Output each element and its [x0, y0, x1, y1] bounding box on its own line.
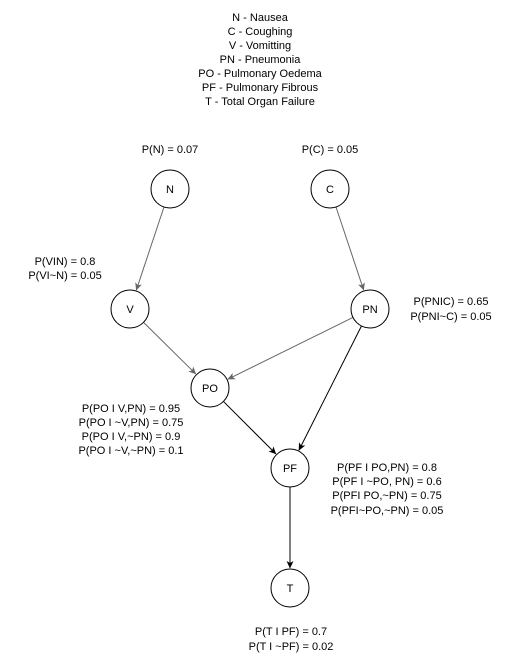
node-pn-circle	[350, 289, 390, 329]
edge-pn-to-po	[227, 316, 354, 380]
prob-pn: P(PNIC) = 0.65 P(PNI~C) = 0.05	[410, 296, 491, 323]
node-po-label: PO	[202, 383, 218, 395]
legend-item: C - Coughing	[228, 26, 293, 38]
node-c: C	[310, 169, 350, 209]
prob-pf-line: P(PF I ~PO, PN) = 0.6	[332, 476, 441, 488]
node-po: PO	[190, 368, 230, 408]
prob-t: P(T I PF) = 0.7 P(T I ~PF) = 0.02	[249, 626, 334, 653]
prob-n: P(N) = 0.07	[142, 144, 199, 156]
prob-c-line: P(C) = 0.05	[302, 144, 359, 156]
node-n-circle	[150, 169, 190, 209]
prob-po-line: P(PO I V,PN) = 0.95	[82, 403, 180, 415]
legend-item: PF - Pulmonary Fibrous	[202, 82, 319, 94]
node-v: V	[110, 289, 150, 329]
prob-po-line: P(PO I ~V,PN) = 0.75	[79, 417, 184, 429]
prob-pn-line: P(PNIC) = 0.65	[414, 296, 489, 308]
node-t-label: T	[287, 583, 294, 595]
legend-item: N - Nausea	[232, 12, 289, 24]
node-t: T	[270, 568, 310, 608]
node-pf: PF	[270, 448, 310, 488]
node-c-label: C	[326, 184, 334, 196]
prob-pf-line: P(PF I PO,PN) = 0.8	[337, 462, 437, 474]
prob-v-line: P(VIN) = 0.8	[35, 256, 96, 268]
node-t-circle	[270, 568, 310, 608]
prob-po-line: P(PO I V,~PN) = 0.9	[82, 431, 181, 443]
prob-v: P(VIN) = 0.8 P(VI~N) = 0.05	[28, 256, 101, 282]
prob-po: P(PO I V,PN) = 0.95 P(PO I ~V,PN) = 0.75…	[78, 403, 183, 457]
prob-c: P(C) = 0.05	[302, 144, 359, 156]
edge-v-to-po	[143, 321, 197, 375]
node-pf-circle	[270, 448, 310, 488]
legend-item: PN - Pneumonia	[220, 54, 302, 66]
prob-pf-line: P(PFI~PO,~PN) = 0.05	[331, 505, 444, 517]
edge-n-to-v	[135, 206, 165, 291]
edge-c-to-pn	[335, 206, 365, 291]
prob-pn-line: P(PNI~C) = 0.05	[410, 311, 491, 323]
prob-t-line: P(T I PF) = 0.7	[255, 626, 327, 638]
node-v-label: V	[126, 304, 134, 316]
legend-item: T - Total Organ Failure	[205, 96, 315, 108]
edges	[135, 206, 365, 569]
node-pn-label: PN	[362, 304, 377, 316]
edge-pn-to-pf	[298, 325, 362, 451]
prob-pf-line: P(PFI PO,~PN) = 0.75	[332, 490, 441, 502]
prob-v-line: P(VI~N) = 0.05	[28, 270, 101, 282]
edge-po-to-pf	[223, 401, 277, 455]
legend: N - Nausea C - Coughing V - Vomitting PN…	[198, 12, 322, 108]
prob-po-line: P(PO I ~V,~PN) = 0.1	[78, 445, 183, 457]
node-po-circle	[190, 368, 230, 408]
prob-n-line: P(N) = 0.07	[142, 144, 199, 156]
node-pn: PN	[350, 289, 390, 329]
node-pf-label: PF	[283, 463, 297, 475]
node-n-label: N	[166, 184, 174, 196]
node-v-circle	[110, 289, 150, 329]
prob-t-line: P(T I ~PF) = 0.02	[249, 641, 334, 653]
legend-item: V - Vomitting	[229, 40, 291, 52]
node-c-circle	[310, 169, 350, 209]
legend-item: PO - Pulmonary Oedema	[198, 68, 322, 80]
node-n: N	[150, 169, 190, 209]
prob-pf: P(PF I PO,PN) = 0.8 P(PF I ~PO, PN) = 0.…	[331, 462, 444, 517]
